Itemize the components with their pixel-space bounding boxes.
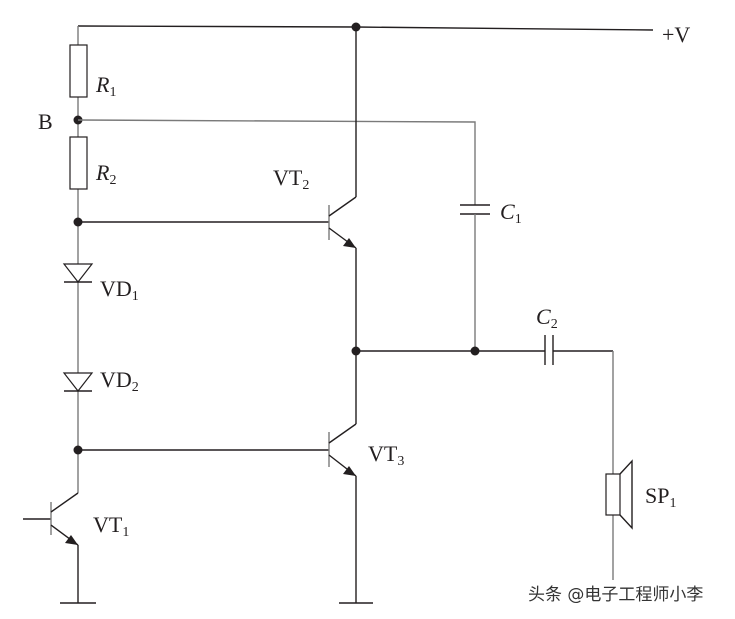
vd2-label: VD2 (100, 367, 139, 395)
vt1-label: VT1 (93, 512, 129, 540)
sp1-label: SP1 (645, 483, 676, 511)
capacitor-c1 (460, 204, 490, 215)
vt2-label: VT2 (273, 165, 309, 193)
c2-label: C2 (536, 304, 558, 332)
resistor-r1 (69, 44, 88, 98)
supply-rail-wire (77, 25, 654, 31)
diode-vd2 (62, 372, 94, 392)
wire-b-to-c1 (77, 119, 476, 205)
diode-vd1 (62, 263, 94, 283)
vt3-label: VT3 (368, 441, 404, 469)
resistor-r2 (69, 136, 88, 190)
transistor-vt1 (50, 492, 79, 546)
r2-label: R2 (95, 160, 116, 188)
speaker-sp1 (605, 459, 633, 530)
c1-label: C1 (500, 199, 522, 227)
r1-label: R1 (95, 72, 116, 100)
transistor-vt2 (328, 196, 357, 249)
vd1-label: VD1 (100, 276, 139, 304)
supply-label: +V (662, 22, 690, 47)
node-b-label: B (38, 109, 53, 134)
transistor-vt3 (328, 423, 357, 477)
watermark: 头条 @电子工程师小李 (528, 585, 703, 605)
capacitor-c2 (544, 335, 554, 365)
